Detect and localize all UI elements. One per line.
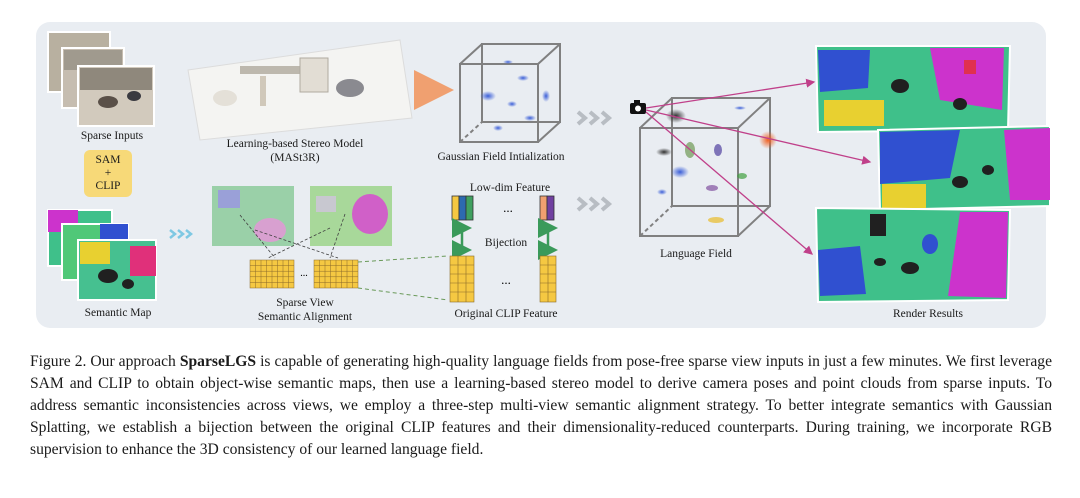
label-render-results: Render Results [893, 308, 963, 320]
alignment-dashed-lines [239, 213, 346, 259]
caption-body: is capable of generating high-quality la… [30, 353, 1053, 458]
label-gaussian-init: Gaussian Field Intialization [437, 151, 565, 163]
gaussian-init-cube [459, 43, 561, 143]
language-gaussians [656, 106, 777, 223]
semantic-map-images [47, 209, 157, 301]
alignment-semantic-images [212, 186, 392, 246]
label-language-field: Language Field [660, 248, 732, 260]
magenta-rays [645, 78, 872, 255]
alignment-feature-grids [249, 259, 359, 289]
cyan-dotted-arrow [169, 229, 194, 239]
label-semantic-map: Semantic Map [84, 307, 152, 319]
label-stereo-line1: Learning-based Stereo Model [226, 138, 364, 150]
label-sparse-view-1: Sparse View [276, 297, 334, 309]
clip-feature-columns [449, 255, 557, 303]
label-clip: CLIP [95, 180, 121, 192]
label-sparse-inputs: Sparse Inputs [80, 130, 144, 142]
label-sparse-view-2: Semantic Alignment [257, 311, 353, 323]
alignment-ellipsis: ... [300, 268, 308, 279]
grey-chevron-arrows [576, 110, 613, 212]
caption-method-name: SparseLGS [179, 353, 257, 370]
gaussian-ellipsoids [480, 60, 550, 131]
clip-ellipsis: ... [501, 272, 511, 287]
figure-diagram: ... ... ... [47, 31, 1051, 304]
sparse-input-images [47, 31, 155, 127]
sam-clip-box: SAM + CLIP [84, 150, 132, 197]
bijection-arrows [452, 218, 558, 260]
language-field-cube [639, 97, 771, 237]
label-orig-clip: Original CLIP Feature [454, 308, 558, 320]
green-dashed-links [357, 255, 449, 301]
label-bijection: Bijection [484, 237, 528, 249]
label-sam: SAM [95, 154, 121, 166]
render-result-3 [814, 206, 1012, 304]
render-result-2 [876, 124, 1051, 212]
low-dim-feature-bars [451, 195, 555, 221]
label-stereo-line2: (MASt3R) [270, 152, 320, 164]
render-result-1 [814, 45, 1012, 134]
label-plus: + [104, 167, 112, 179]
figure-caption: Figure 2. Our approach SparseLGS is capa… [30, 351, 1052, 461]
stereo-pointcloud [187, 39, 413, 141]
label-low-dim: Low-dim Feature [469, 182, 551, 194]
caption-prefix: Figure 2. Our approach [30, 353, 180, 370]
camera-icon [630, 100, 646, 114]
lowdim-ellipsis: ... [503, 200, 513, 215]
